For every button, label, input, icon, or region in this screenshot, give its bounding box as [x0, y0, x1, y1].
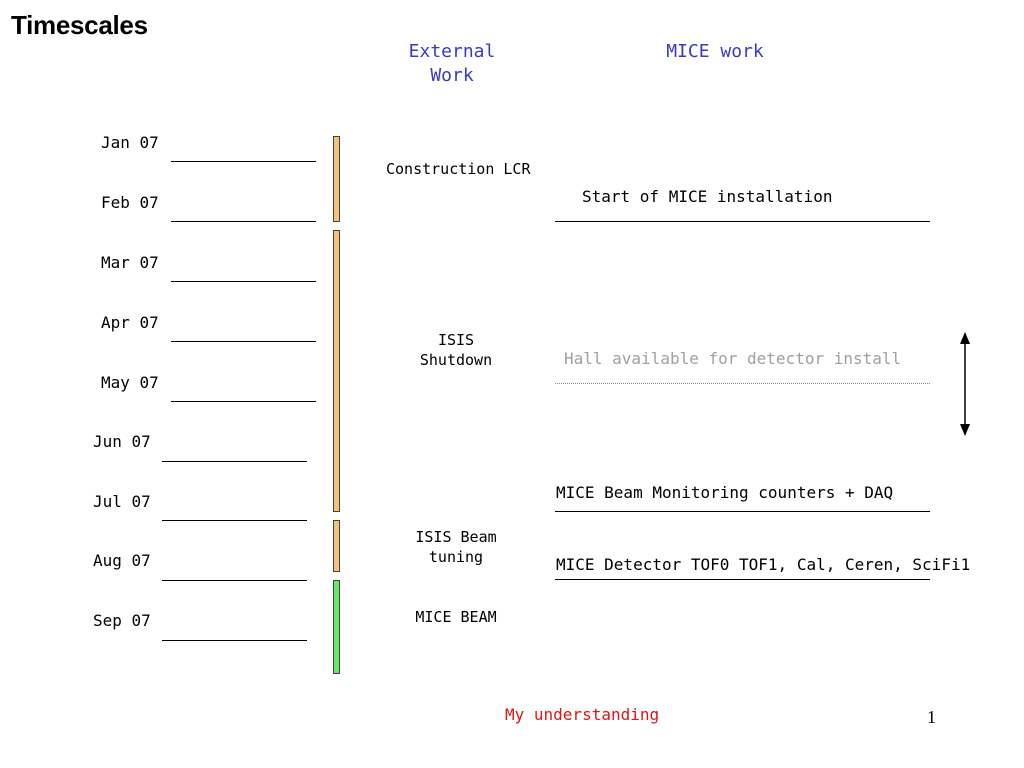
mice-work-header: MICE work [666, 41, 764, 62]
mice-dotted-line [555, 383, 930, 384]
mice-line [555, 221, 930, 222]
month-label: Aug 07 [93, 551, 151, 570]
external-work-header: External Work [408, 41, 496, 86]
mice-detector-tof: MICE Detector TOF0 TOF1, Cal, Ceren, Sci… [556, 555, 971, 574]
month-line [171, 161, 316, 162]
mice-line [555, 511, 930, 512]
month-line [171, 281, 316, 282]
construction-bar [333, 136, 340, 222]
month-label: Sep 07 [93, 611, 151, 630]
month-line [162, 520, 307, 521]
footer-note: My understanding [505, 705, 660, 724]
month-label: Jan 07 [101, 133, 159, 152]
month-label: Feb 07 [101, 193, 159, 212]
mice-hall-available: Hall available for detector install [564, 349, 902, 368]
external-construction-lcr: Construction LCR [386, 160, 531, 178]
page-title: Timescales [11, 10, 148, 40]
double-arrow-icon [960, 332, 970, 436]
mice-start-installation: Start of MICE installation [582, 187, 833, 206]
month-label: Jul 07 [93, 492, 151, 511]
beam-tuning-bar [333, 520, 340, 572]
month-label: Jun 07 [93, 432, 151, 451]
month-line [171, 341, 316, 342]
page-number: 1 [927, 707, 936, 727]
month-label: Apr 07 [101, 313, 159, 332]
month-label: Mar 07 [101, 253, 159, 272]
mice-beam-monitoring: MICE Beam Monitoring counters + DAQ [556, 483, 894, 502]
mice-beam-bar [333, 580, 340, 674]
month-line [171, 401, 316, 402]
month-line [162, 580, 307, 581]
month-line [171, 221, 316, 222]
month-line [162, 640, 307, 641]
external-isis-beam-tuning: ISIS Beam tuning [415, 528, 497, 566]
month-line [162, 461, 307, 462]
isis-shutdown-bar [333, 230, 340, 512]
external-isis-shutdown: ISIS Shutdown [419, 331, 493, 369]
external-mice-beam: MICE BEAM [415, 608, 497, 626]
mice-line [555, 579, 930, 580]
month-label: May 07 [101, 373, 159, 392]
